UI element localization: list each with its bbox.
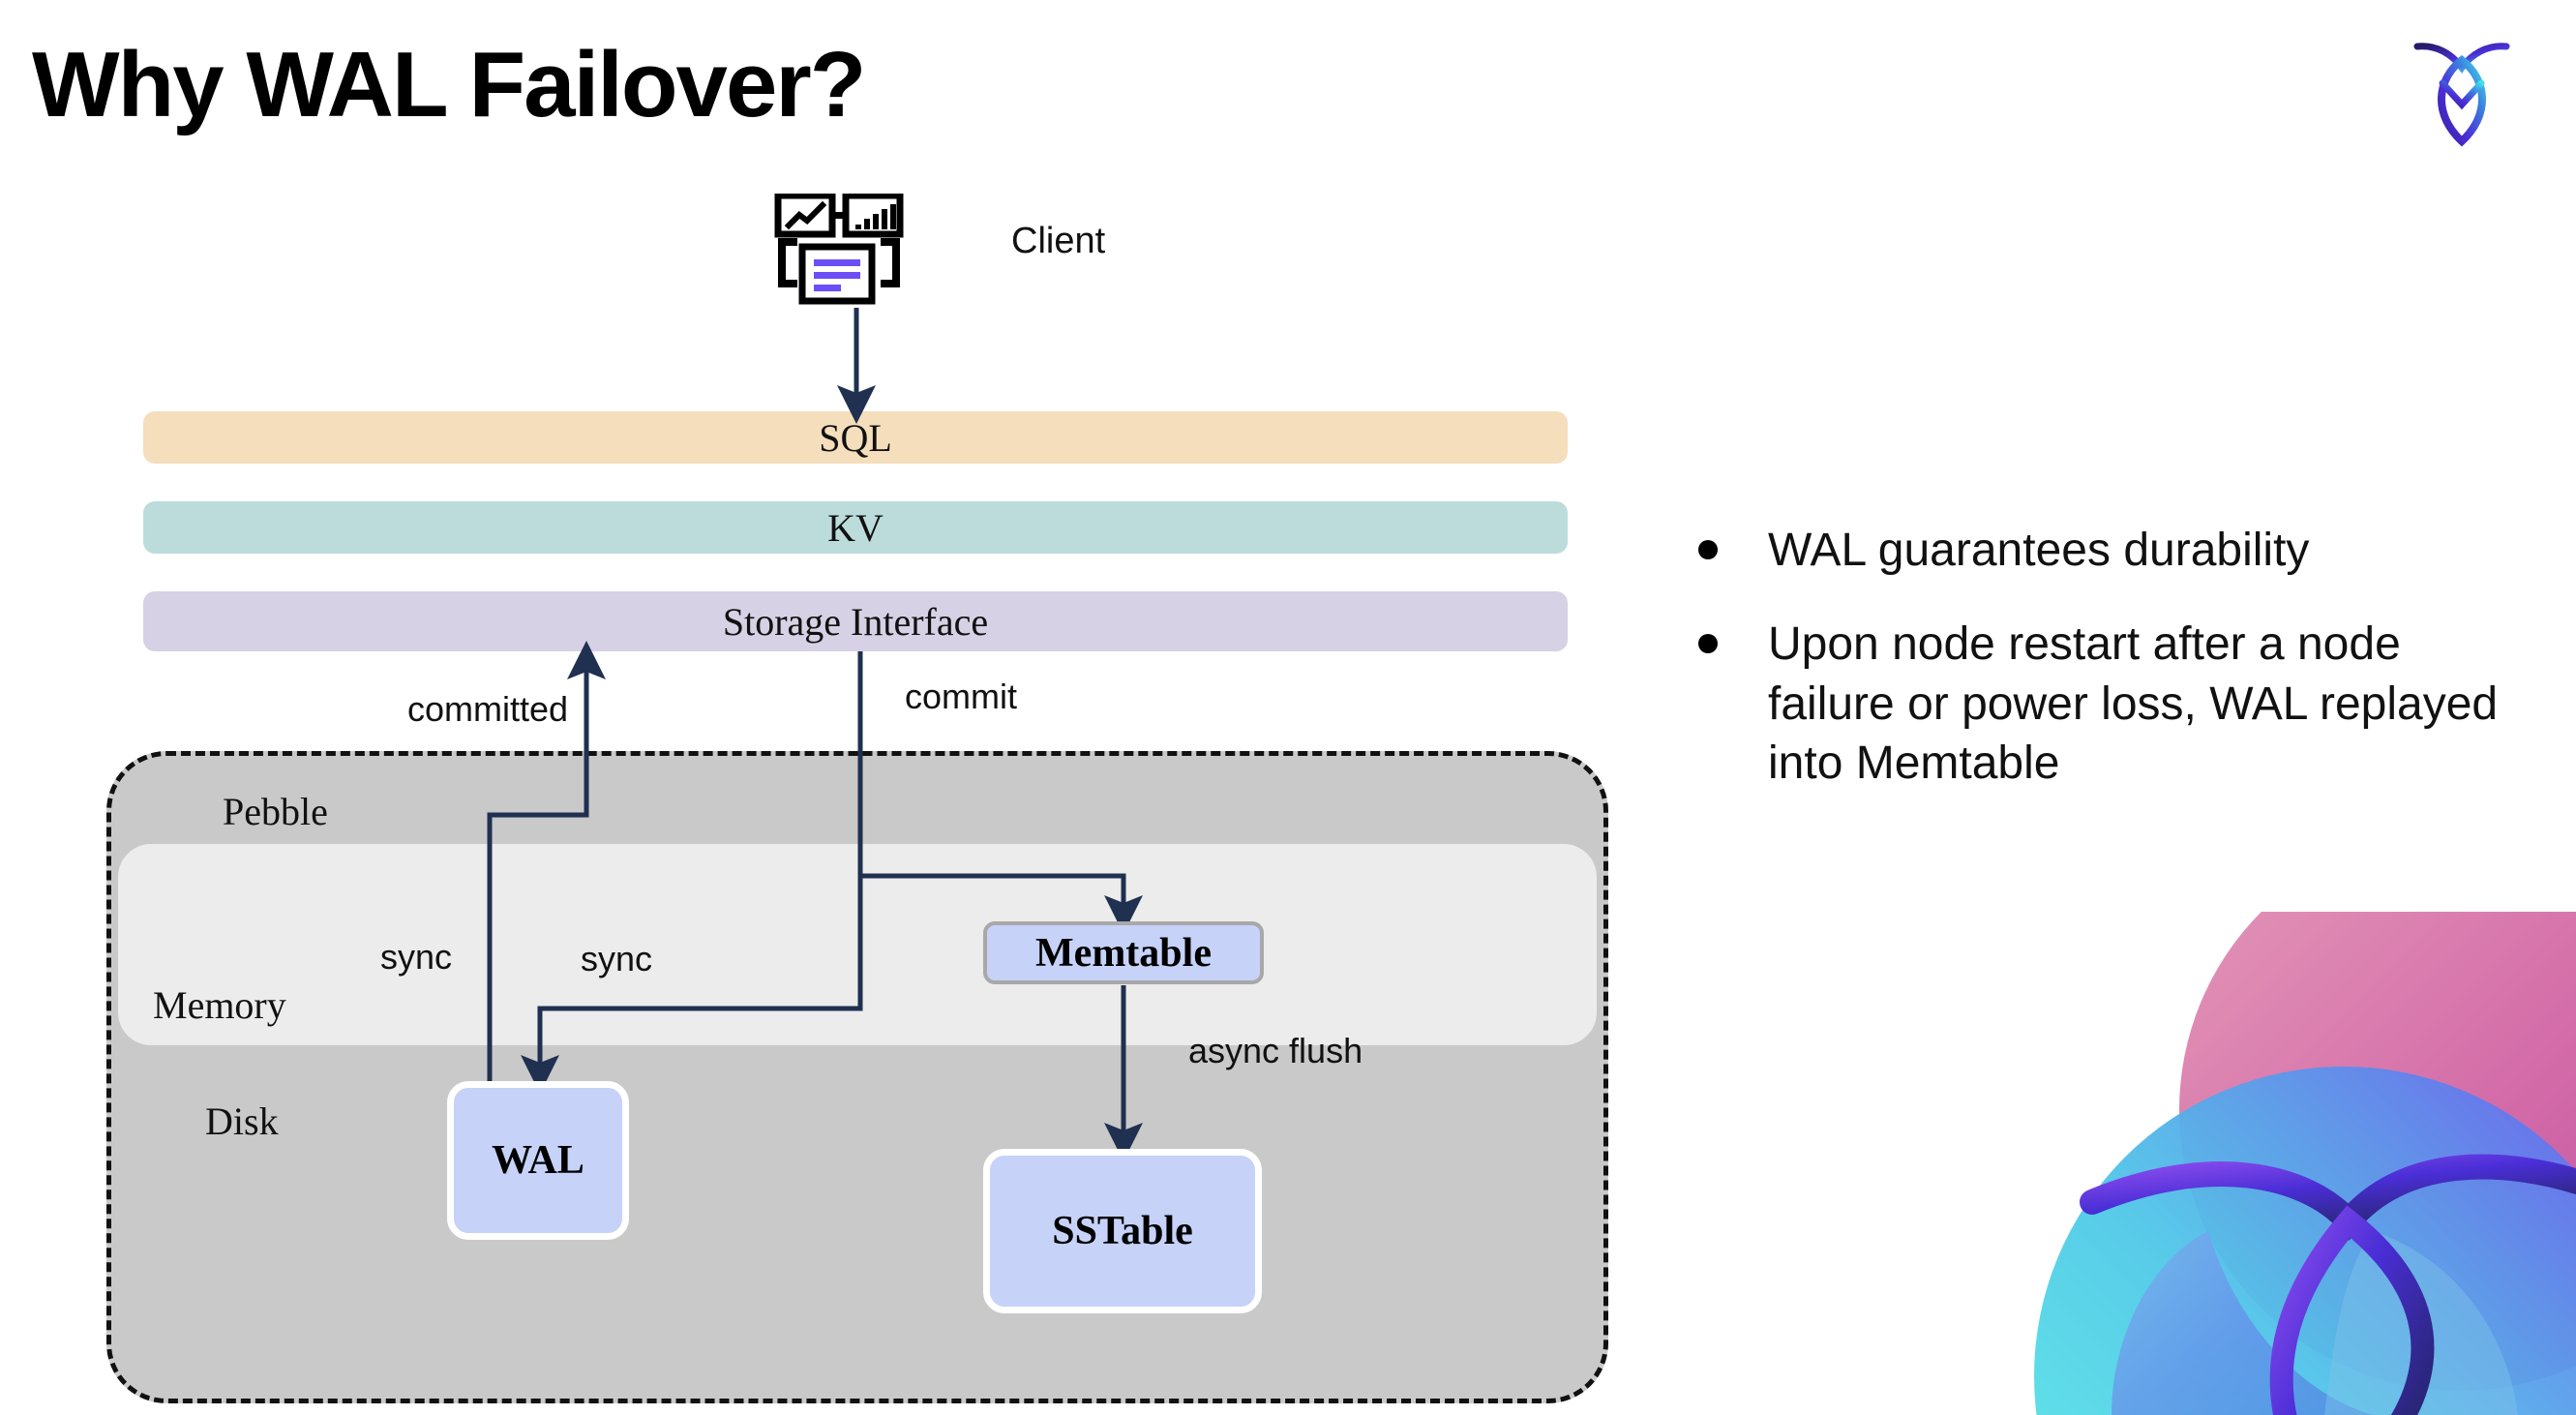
page-title: Why WAL Failover? (32, 33, 866, 136)
layer-label-sql: SQL (819, 415, 892, 460)
bullet-dot-icon (1698, 540, 1718, 559)
edge-label-sync-right: sync (581, 939, 653, 978)
cockroachdb-logo (2411, 31, 2512, 147)
architecture-diagram: Client SQL KV Storage Interface Pebble M… (106, 192, 1608, 1403)
edge-label-committed: committed (407, 689, 569, 729)
edge-label-async-flush: async flush (1188, 1031, 1363, 1070)
memory-region (118, 844, 1597, 1045)
layer-label-storage: Storage Interface (722, 599, 989, 644)
edge-label-commit: commit (905, 677, 1017, 716)
memory-label: Memory (153, 983, 286, 1027)
bullet-dot-icon (1698, 634, 1718, 654)
pebble-label: Pebble (223, 790, 328, 833)
layer-bar-sql: SQL (143, 411, 1568, 464)
bullet-text: WAL guarantees durability (1768, 525, 2310, 576)
node-sstable: SSTable (983, 1149, 1262, 1313)
layer-bar-storage: Storage Interface (143, 591, 1568, 651)
disk-label: Disk (205, 1099, 279, 1143)
client-analytics-icon (774, 192, 929, 315)
layer-label-kv: KV (827, 505, 884, 550)
bullet-list: WAL guarantees durability Upon node rest… (1698, 521, 2531, 828)
node-wal: WAL (447, 1081, 629, 1240)
list-item: WAL guarantees durability (1698, 521, 2531, 580)
bullet-text: Upon node restart after a node failure o… (1768, 618, 2499, 790)
node-memtable: Memtable (983, 921, 1264, 984)
edge-label-sync-left: sync (380, 937, 453, 977)
client-label: Client (1011, 221, 1106, 261)
list-item: Upon node restart after a node failure o… (1698, 615, 2531, 793)
node-label-wal: WAL (492, 1138, 584, 1183)
gradient-circles-watermark (1918, 912, 2576, 1415)
layer-bar-kv: KV (143, 501, 1568, 554)
node-label-sstable: SSTable (1052, 1209, 1193, 1253)
node-label-memtable: Memtable (1035, 930, 1212, 976)
